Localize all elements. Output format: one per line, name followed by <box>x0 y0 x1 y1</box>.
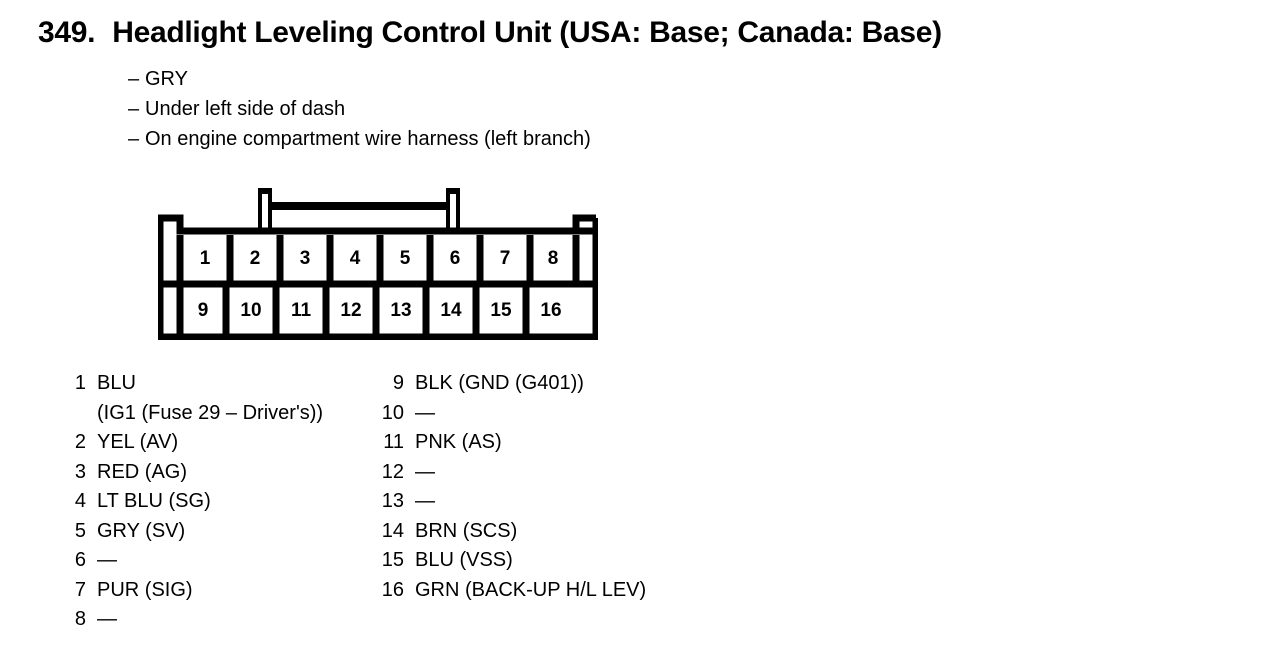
pin-legend-row: 13 — <box>378 490 778 520</box>
pin-legend-row: 11 PNK (AS) <box>378 431 778 461</box>
pin-number-8: 8 <box>548 248 559 269</box>
pin-legend-number: 10 <box>381 401 404 424</box>
pin-number-5: 5 <box>400 248 411 269</box>
pin-legend-description: — <box>415 460 435 483</box>
pin-legend-number: 13 <box>381 490 404 512</box>
pin-legend-number: 12 <box>381 460 404 483</box>
pin-legend-description: GRN (BACK-UP H/L LEV) <box>415 578 647 601</box>
connector-latch <box>258 188 460 233</box>
note-item: – GRY <box>128 68 1028 98</box>
pin-legend-description: GRY (SV) <box>97 519 186 542</box>
pin-legend-number: 9 <box>392 372 404 394</box>
note-item: – On engine compartment wire harness (le… <box>128 128 1028 158</box>
pin-number-10: 10 <box>240 300 261 321</box>
pin-legend-row: 3 RED (AG) <box>60 461 390 491</box>
pin-number-3: 3 <box>300 248 311 269</box>
pin-legend-description: — <box>97 608 117 630</box>
connector-top-row: 1 2 3 4 5 6 7 8 <box>176 235 580 281</box>
pin-legend-row: 8 — <box>60 608 390 638</box>
pin-legend-description: YEL (AV) <box>97 431 179 453</box>
pin-legend-description: PUR (SIG) <box>97 578 193 601</box>
pin-legend-description: BLK (GND (G401)) <box>415 372 584 394</box>
pin-legend-number: 11 <box>383 431 404 453</box>
pin-legend-description: — <box>415 490 435 512</box>
pin-legend-description: — <box>97 549 117 571</box>
connector-shell <box>158 214 598 340</box>
pin-legend-row: 14 BRN (SCS) <box>378 520 778 550</box>
pin-legend-number: 16 <box>381 578 404 601</box>
pin-legend-number: 6 <box>74 549 86 571</box>
pin-legend-number: 2 <box>74 431 86 453</box>
pin-legend-description: BLU <box>97 372 136 394</box>
section-number: 349. <box>38 16 96 49</box>
pin-legend-number: 5 <box>74 519 86 542</box>
pin-legend: 1 BLU (IG1 (Fuse 29 – Driver's)) 2 YEL (… <box>0 372 1264 642</box>
note-text: On engine compartment wire harness (left… <box>145 128 591 150</box>
pin-legend-row: 12 — <box>378 461 778 491</box>
pin-legend-subrow: (IG1 (Fuse 29 – Driver's)) <box>60 402 390 432</box>
pin-legend-column-left: 1 BLU (IG1 (Fuse 29 – Driver's)) 2 YEL (… <box>60 372 390 638</box>
pin-number-7: 7 <box>500 248 511 269</box>
pin-legend-column-right: 9 BLK (GND (G401)) 10 — 11 PNK (AS) 12 —… <box>378 372 778 608</box>
pin-number-16: 16 <box>540 300 561 321</box>
note-dash-icon: – <box>128 98 140 120</box>
note-text: Under left side of dash <box>145 98 346 120</box>
pin-legend-row: 6 — <box>60 549 390 579</box>
pin-legend-description-continued: (IG1 (Fuse 29 – Driver's)) <box>97 401 324 424</box>
note-dash-icon: – <box>128 68 140 90</box>
pin-legend-description: PNK (AS) <box>415 431 502 453</box>
pin-legend-row: 2 YEL (AV) <box>60 431 390 461</box>
page-title: Headlight Leveling Control Unit (USA: Ba… <box>112 16 942 49</box>
pin-legend-number: 7 <box>74 578 86 601</box>
connector-bottom-row: 9 10 11 12 13 14 15 16 <box>176 287 562 334</box>
note-text: GRY <box>145 68 188 90</box>
pin-legend-row: 10 — <box>378 402 778 432</box>
pin-number-12: 12 <box>340 300 361 321</box>
pin-number-2: 2 <box>250 248 261 269</box>
pin-legend-row: 4 LT BLU (SG) <box>60 490 390 520</box>
pin-legend-row: 9 BLK (GND (G401)) <box>378 372 778 402</box>
pin-number-15: 15 <box>490 300 512 321</box>
component-notes-list: – GRY – Under left side of dash – On eng… <box>128 68 1028 158</box>
pin-number-13: 13 <box>390 300 411 321</box>
pin-legend-row: 5 GRY (SV) <box>60 520 390 550</box>
pin-legend-row: 15 BLU (VSS) <box>378 549 778 579</box>
pin-legend-row: 7 PUR (SIG) <box>60 579 390 609</box>
pin-number-14: 14 <box>440 300 462 321</box>
pin-number-9: 9 <box>198 300 209 321</box>
pin-number-4: 4 <box>350 248 361 269</box>
pin-number-6: 6 <box>450 248 461 269</box>
pin-legend-row: 1 BLU <box>60 372 390 402</box>
pin-legend-number: 8 <box>74 608 86 630</box>
connector-diagram: 1 2 3 4 5 6 7 8 9 10 11 12 13 14 15 1 <box>158 185 598 340</box>
pin-legend-description: RED (AG) <box>97 460 187 483</box>
page-header: 349. Headlight Leveling Control Unit (US… <box>38 16 1248 50</box>
pin-legend-description: — <box>415 401 435 424</box>
pin-legend-number: 3 <box>74 460 86 483</box>
pin-legend-number: 15 <box>381 549 404 571</box>
note-item: – Under left side of dash <box>128 98 1028 128</box>
pin-legend-number: 4 <box>74 490 86 512</box>
note-dash-icon: – <box>128 128 140 150</box>
pin-number-11: 11 <box>291 300 312 321</box>
pin-legend-description: BRN (SCS) <box>415 519 518 542</box>
pin-legend-number: 1 <box>74 372 86 394</box>
pin-legend-description: BLU (VSS) <box>415 549 513 571</box>
pin-legend-description: LT BLU (SG) <box>97 490 211 512</box>
connector-svg: 1 2 3 4 5 6 7 8 9 10 11 12 13 14 15 1 <box>158 188 598 340</box>
pin-legend-number: 14 <box>381 519 404 542</box>
pin-number-1: 1 <box>200 248 211 269</box>
pin-legend-row: 16 GRN (BACK-UP H/L LEV) <box>378 579 778 609</box>
